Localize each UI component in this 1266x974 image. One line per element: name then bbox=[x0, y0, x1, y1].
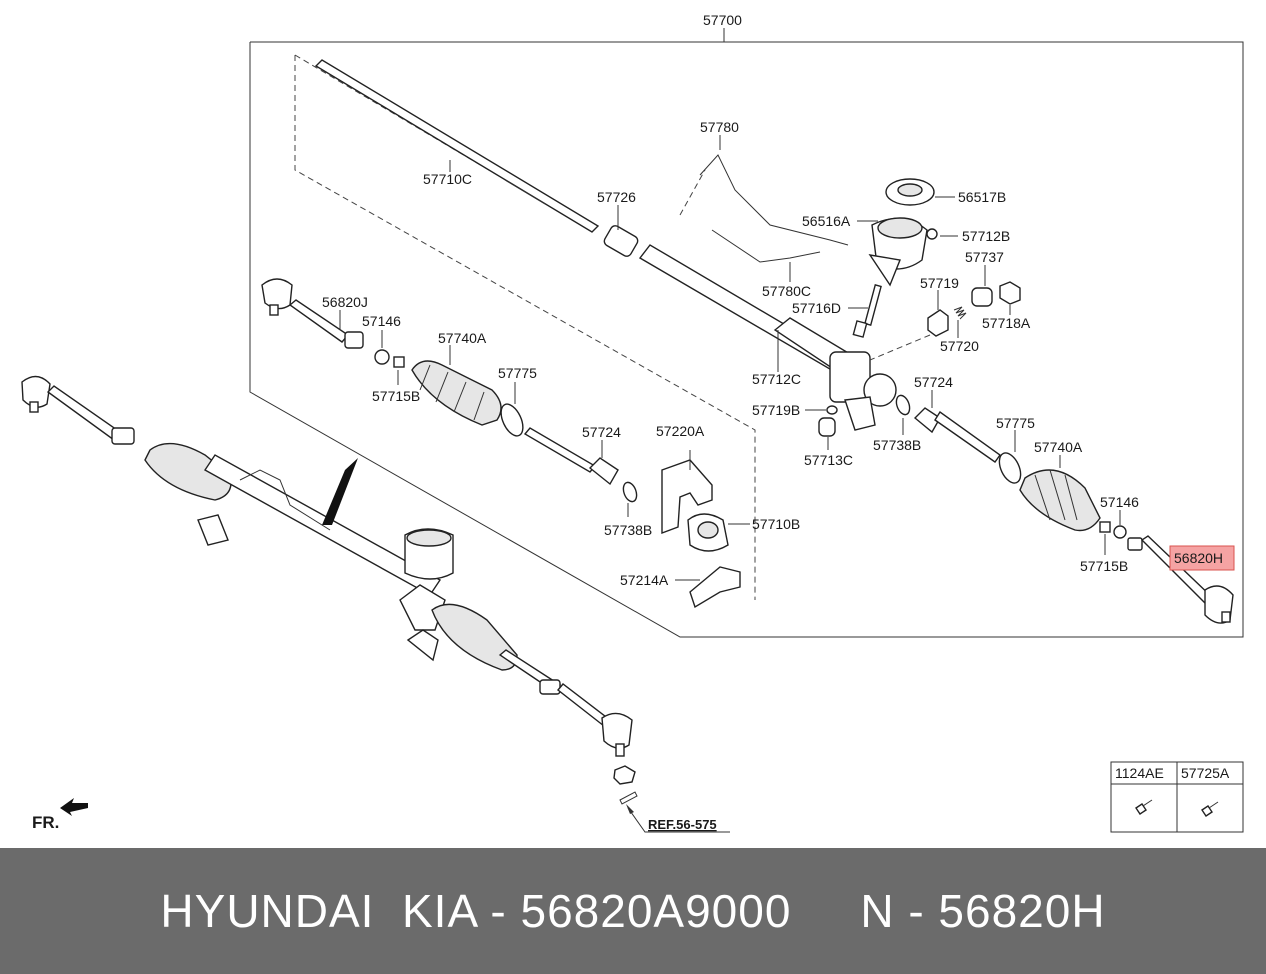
label-57775-right: 57775 bbox=[996, 415, 1035, 431]
label-57712B: 57712B bbox=[962, 228, 1010, 244]
inner-tie-rod-left bbox=[523, 427, 619, 486]
label-56517B: 56517B bbox=[958, 189, 1006, 205]
front-marker-label: FR. bbox=[32, 813, 59, 832]
bolt-57716D bbox=[852, 284, 882, 338]
inner-tie-rod-right bbox=[913, 407, 1001, 463]
table-header-57725A: 57725A bbox=[1181, 765, 1230, 781]
clip-57715B-left bbox=[393, 356, 405, 368]
label-57724-right: 57724 bbox=[914, 374, 953, 390]
clamp-left bbox=[500, 403, 524, 437]
label-57713C: 57713C bbox=[804, 452, 853, 468]
tie-rod-end-left bbox=[261, 278, 364, 349]
label-57718A: 57718A bbox=[982, 315, 1031, 331]
nut-57146-left bbox=[374, 349, 390, 365]
boot-left bbox=[411, 360, 502, 426]
label-57738B-left: 57738B bbox=[604, 522, 652, 538]
label-57720: 57720 bbox=[940, 338, 979, 354]
parts-diagram: 57700 57710C 57726 57780 57780C 56516A bbox=[21, 12, 1244, 833]
front-arrow-icon bbox=[60, 798, 88, 816]
table-header-1124AE: 1124AE bbox=[1115, 765, 1164, 781]
label-56516A: 56516A bbox=[802, 213, 851, 229]
label-57740A-left: 57740A bbox=[438, 330, 487, 346]
ref-label: REF.56-575 bbox=[648, 817, 717, 832]
boot-right bbox=[1019, 469, 1101, 532]
clip-57715B-right bbox=[1099, 521, 1111, 533]
label-57146-left: 57146 bbox=[362, 313, 401, 329]
label-57726: 57726 bbox=[597, 189, 636, 205]
oring-right bbox=[895, 394, 911, 416]
assembly-frame bbox=[249, 41, 1244, 638]
label-57740A-right: 57740A bbox=[1034, 439, 1083, 455]
label-57715B-right: 57715B bbox=[1080, 558, 1128, 574]
label-57710B: 57710B bbox=[752, 516, 800, 532]
label-57775-left: 57775 bbox=[498, 365, 537, 381]
label-57700: 57700 bbox=[703, 12, 742, 28]
bolt-icon bbox=[1201, 801, 1219, 817]
hydraulic-line bbox=[699, 154, 849, 263]
label-57710C: 57710C bbox=[423, 171, 472, 187]
part-number-banner: HYUNDAI KIA - 56820A9000 N - 56820H bbox=[0, 848, 1266, 974]
label-56820J: 56820J bbox=[322, 294, 368, 310]
bolt-icon bbox=[1135, 799, 1153, 815]
gear-housing bbox=[638, 244, 897, 431]
label-57780C: 57780C bbox=[762, 283, 811, 299]
locknut-57718A bbox=[999, 281, 1021, 305]
label-57719: 57719 bbox=[920, 275, 959, 291]
label-57715B-left: 57715B bbox=[372, 388, 420, 404]
rack-bushing bbox=[603, 225, 639, 257]
label-57712C: 57712C bbox=[752, 371, 801, 387]
clamp-plate-57214A bbox=[689, 566, 741, 609]
oring-left bbox=[622, 481, 638, 503]
cap-57737 bbox=[971, 287, 993, 307]
label-57780: 57780 bbox=[700, 119, 739, 135]
nut-57712B bbox=[926, 228, 938, 240]
detail-pointer bbox=[322, 458, 358, 525]
label-57214A: 57214A bbox=[620, 572, 669, 588]
bushing-57713C bbox=[818, 417, 836, 437]
yoke-57719 bbox=[927, 309, 949, 337]
valve-body bbox=[868, 217, 928, 287]
label-57716D: 57716D bbox=[792, 300, 841, 316]
label-57719B: 57719B bbox=[752, 402, 800, 418]
label-57737: 57737 bbox=[965, 249, 1004, 265]
label-56820H: 56820H bbox=[1174, 550, 1223, 566]
part-number-text: HYUNDAI KIA - 56820A9000 N - 56820H bbox=[160, 885, 1106, 937]
label-57146-right: 57146 bbox=[1100, 494, 1139, 510]
cotter-pin bbox=[619, 791, 638, 805]
highlight-56820H bbox=[1169, 545, 1235, 571]
nut-57146-right bbox=[1113, 525, 1127, 539]
fastener-table: 1124AE 57725A bbox=[1110, 761, 1244, 833]
spring-57720 bbox=[953, 306, 967, 320]
castle-nut bbox=[613, 765, 636, 785]
ref-leader bbox=[627, 807, 730, 833]
rack-bar bbox=[314, 59, 600, 233]
washer-57719B bbox=[826, 405, 838, 415]
mount-bracket-57220A bbox=[661, 450, 713, 535]
clamp-right bbox=[998, 452, 1022, 484]
tie-rod-end-right bbox=[1127, 535, 1234, 624]
label-57724-left: 57724 bbox=[582, 424, 621, 440]
label-57738B-right: 57738B bbox=[873, 437, 921, 453]
dust-seal bbox=[885, 178, 935, 206]
label-57220A: 57220A bbox=[656, 423, 705, 439]
mount-bushing-57710B bbox=[687, 513, 729, 552]
